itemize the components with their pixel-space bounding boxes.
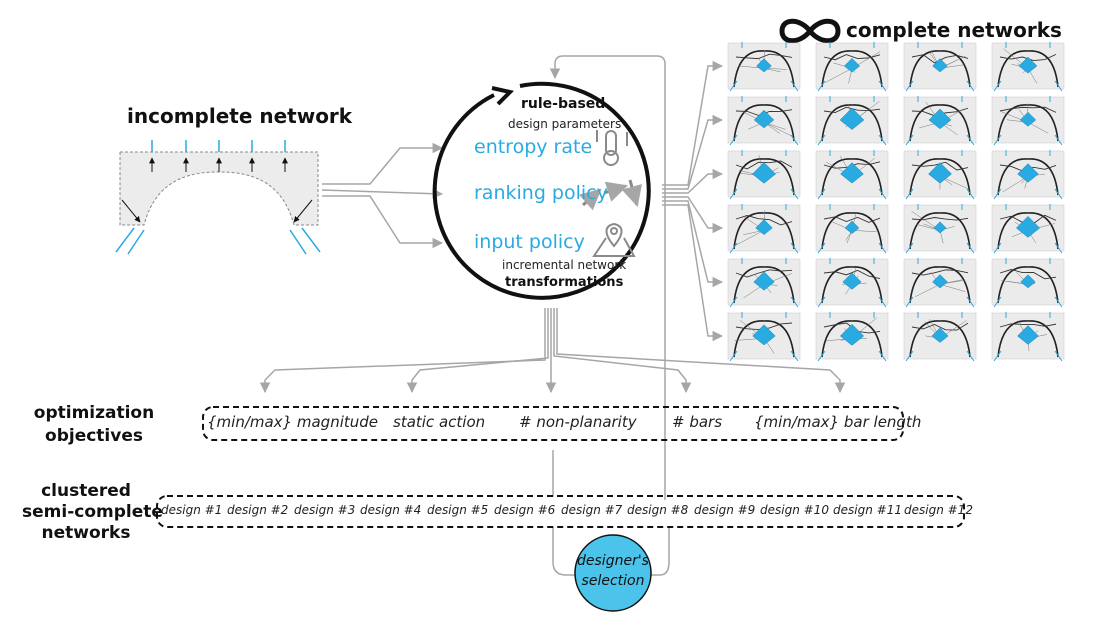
infinity-icon: [782, 21, 838, 41]
network-thumbnail: [992, 204, 1064, 253]
network-thumbnail: [816, 42, 888, 91]
network-thumbnail: [904, 96, 976, 145]
design-1: design #1: [161, 503, 222, 517]
network-thumbnail: [728, 312, 800, 361]
network-thumbnail: [728, 204, 800, 253]
network-thumbnail: [904, 150, 976, 199]
network-thumbnail: [728, 258, 800, 307]
network-thumbnail: [728, 96, 800, 145]
network-thumbnail: [728, 150, 800, 199]
network-thumbnail: [992, 312, 1064, 361]
param-ranking-policy: ranking policy: [474, 182, 608, 204]
design-11: design #11: [833, 503, 902, 517]
incomplete-network-title: incomplete network: [127, 104, 352, 128]
flow-arrows-input: [322, 148, 442, 243]
network-thumbnail: [728, 42, 800, 91]
flow-arrows-output: [662, 66, 722, 336]
design-4: design #4: [360, 503, 421, 517]
design-10: design #10: [760, 503, 829, 517]
designs-label-2: semi-complete: [22, 502, 150, 522]
network-thumbnail: [816, 96, 888, 145]
network-thumbnail: [992, 150, 1064, 199]
objective-bars: # bars: [672, 413, 722, 431]
param-entropy-rate: entropy rate: [474, 136, 592, 158]
design-2: design #2: [227, 503, 288, 517]
design-7: design #7: [561, 503, 622, 517]
objective-magnitude: {min/max} magnitude: [207, 413, 378, 431]
output-arrow: [662, 205, 722, 336]
circle-top-sub: design parameters: [508, 117, 621, 131]
complete-networks-grid: [728, 42, 1064, 361]
design-5: design #5: [427, 503, 488, 517]
complete-networks-title: complete networks: [846, 18, 1062, 42]
feedback-loop: [553, 56, 669, 575]
incomplete-network-diagram: [116, 140, 320, 254]
objective-bar-length: {min/max} bar length: [754, 413, 921, 431]
network-thumbnail: [904, 258, 976, 307]
param-input-policy: input policy: [474, 231, 585, 253]
designs-label-1: clustered: [22, 481, 150, 501]
designs-label-3: networks: [22, 523, 150, 543]
objectives-label-2: objectives: [30, 426, 158, 446]
output-arrow: [662, 120, 722, 189]
network-thumbnail: [904, 42, 976, 91]
objective-non-planarity: # non-planarity: [519, 413, 637, 431]
output-arrow: [662, 66, 722, 185]
network-thumbnail: [992, 42, 1064, 91]
circle-top-bold: rule-based: [521, 96, 605, 112]
circle-bottom-bold: transformations: [505, 275, 623, 290]
design-9: design #9: [694, 503, 755, 517]
design-3: design #3: [294, 503, 355, 517]
network-thumbnail: [992, 258, 1064, 307]
network-thumbnail: [816, 204, 888, 253]
network-thumbnail: [816, 258, 888, 307]
network-thumbnail: [904, 204, 976, 253]
selection-line-1: designer's: [575, 553, 651, 569]
network-thumbnail: [904, 312, 976, 361]
selection-line-2: selection: [575, 573, 651, 589]
design-12: design #12: [904, 503, 973, 517]
objective-static-action: static action: [393, 413, 485, 431]
circle-bottom-sub: incremental network: [502, 258, 626, 272]
design-6: design #6: [494, 503, 555, 517]
network-thumbnail: [992, 96, 1064, 145]
thermometer-icon: [597, 130, 627, 165]
output-arrow: [662, 201, 722, 282]
design-8: design #8: [627, 503, 688, 517]
network-thumbnail: [816, 312, 888, 361]
network-thumbnail: [816, 150, 888, 199]
objectives-label-1: optimization: [30, 403, 158, 423]
